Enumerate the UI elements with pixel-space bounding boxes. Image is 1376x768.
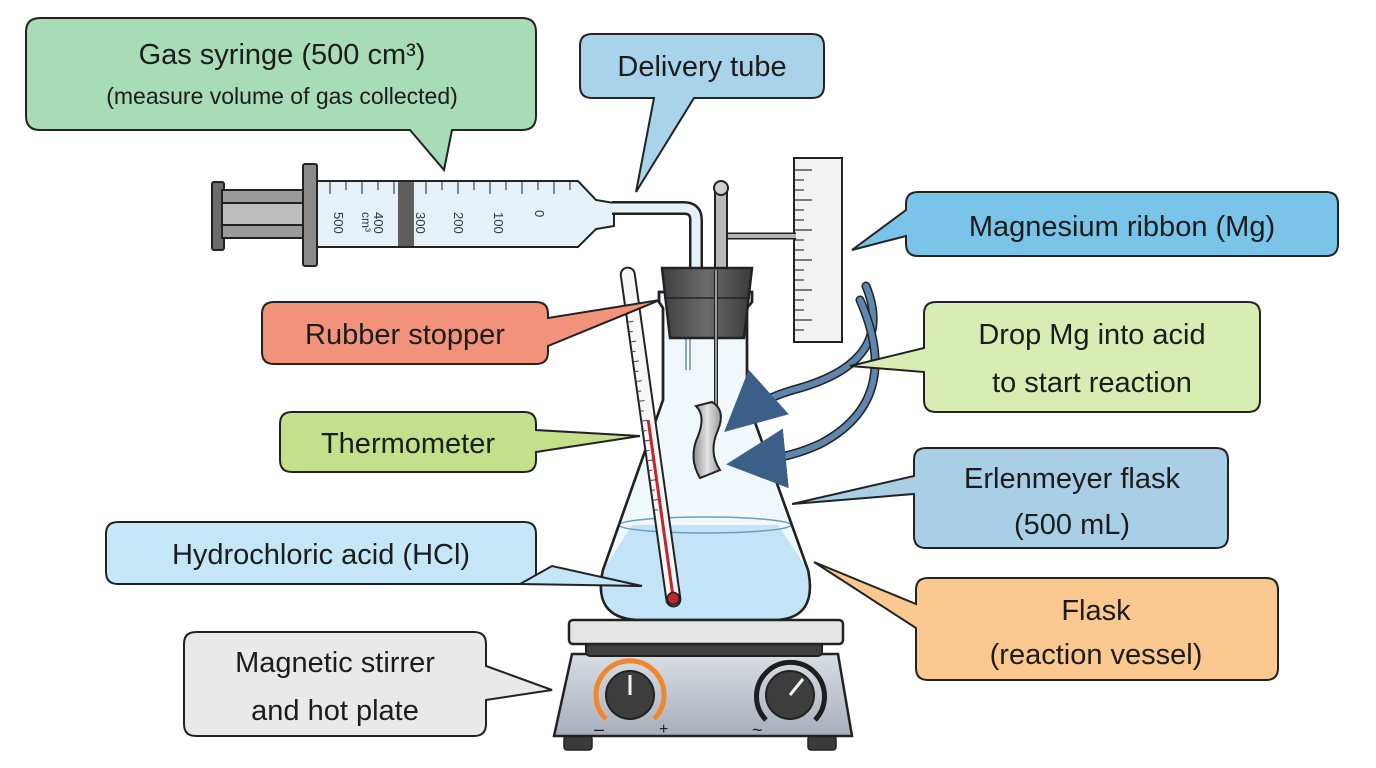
callout-delivery-tube: Delivery tube: [579, 33, 825, 193]
callout-hcl: Hydrochloric acid (HCl): [105, 521, 643, 587]
syringe-tick-300: 300: [413, 212, 428, 234]
thermometer: [619, 266, 682, 608]
thermometer-label: Thermometer: [321, 428, 495, 460]
callout-flask: Flask (reaction vessel): [813, 561, 1279, 681]
callout-rubber-stopper: Rubber stopper: [261, 299, 661, 365]
syringe-tick-400: 400: [371, 212, 386, 234]
rubber-stopper-label: Rubber stopper: [305, 319, 505, 351]
callout-drop-mg: Drop Mg into acid to start reaction: [849, 301, 1261, 413]
hot-plate: – + ~: [552, 618, 854, 751]
erlenmeyer-line1: Erlenmeyer flask: [964, 463, 1180, 495]
stirrer-line2: and hot plate: [251, 695, 419, 727]
acid-liquid: [600, 525, 810, 620]
gas-syringe-title: Gas syringe (500 cm³): [139, 39, 426, 71]
mg-holder-rod: [713, 180, 796, 271]
stirrer-line1: Magnetic stirrer: [235, 647, 435, 679]
syringe-tick-100: 100: [491, 212, 506, 234]
callout-gas-syringe: Gas syringe (500 cm³) (measure volume of…: [25, 17, 537, 173]
delivery-tube-label: Delivery tube: [617, 51, 786, 83]
drop-mg-line1: Drop Mg into acid: [978, 319, 1205, 351]
magnesium-ribbon-label: Magnesium ribbon (Mg): [969, 211, 1275, 243]
gas-syringe: 0 100 200 300 400 cm³ 500: [211, 163, 615, 267]
drop-mg-line2: to start reaction: [992, 367, 1192, 399]
magnesium-ribbon-strip: [692, 400, 722, 480]
syringe-unit: cm³: [359, 212, 373, 232]
knob-minus-label: –: [594, 719, 604, 739]
syringe-tick-500: 500: [331, 212, 346, 234]
callout-magnesium-ribbon: Magnesium ribbon (Mg): [851, 191, 1339, 257]
syringe-tick-200: 200: [451, 212, 466, 234]
knob-stir-symbol: ~: [752, 720, 763, 740]
hcl-label: Hydrochloric acid (HCl): [172, 539, 470, 571]
callout-stirrer: Magnetic stirrer and hot plate: [183, 631, 553, 737]
callout-erlenmeyer: Erlenmeyer flask (500 mL): [791, 447, 1229, 549]
hcl-pointer: [516, 564, 643, 587]
knob-plus-label: +: [659, 721, 668, 738]
drop-mg-arrows: [724, 281, 880, 489]
callout-thermometer: Thermometer: [279, 411, 641, 473]
syringe-tick-0: 0: [532, 210, 547, 217]
rubber-stopper: [660, 266, 754, 405]
syringe-tick-marks: [329, 182, 571, 194]
flask-line1: Flask: [1061, 595, 1131, 627]
gas-syringe-subtitle: (measure volume of gas collected): [106, 83, 458, 109]
ruler: [793, 157, 843, 343]
delivery-tube: [612, 201, 703, 272]
flask-line2: (reaction vessel): [990, 639, 1203, 671]
erlenmeyer-line2: (500 mL): [1014, 509, 1130, 541]
